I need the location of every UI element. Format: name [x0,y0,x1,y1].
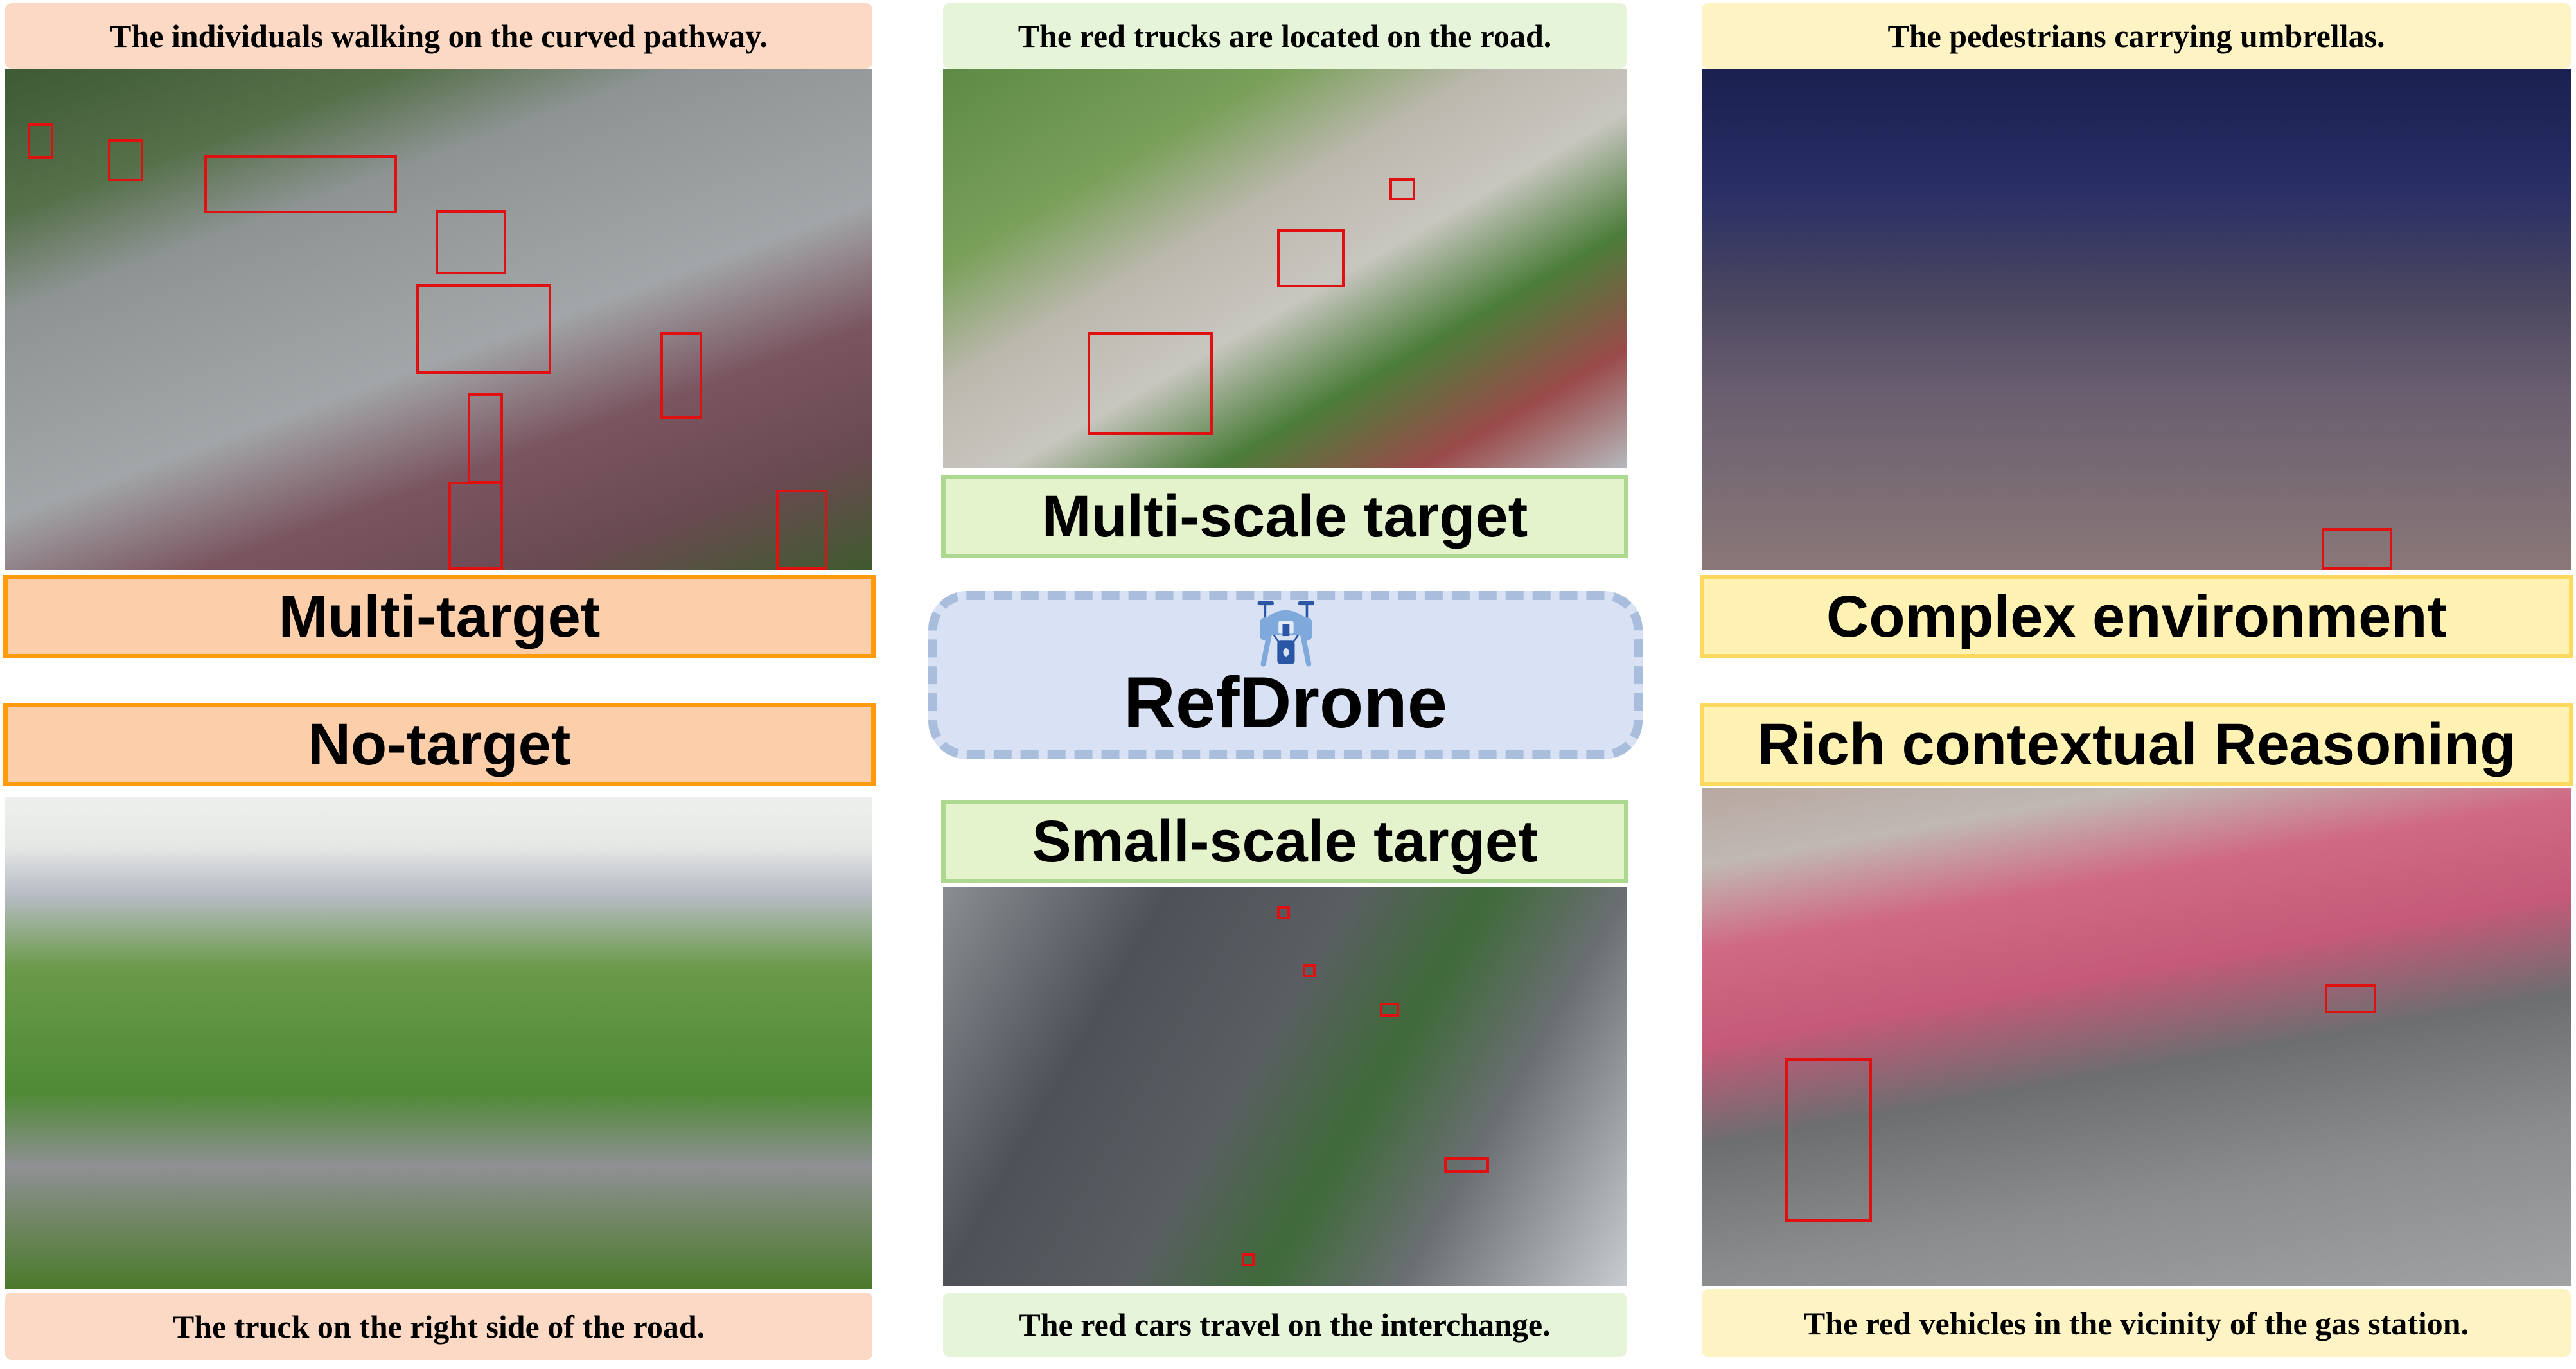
complex-env-caption: The pedestrians carrying umbrellas. [1702,3,2571,69]
bounding-box [468,393,503,483]
complex-env-photo [1702,69,2571,570]
bounding-box [1242,1253,1255,1266]
refdrone-title: RefDrone [1123,662,1448,743]
bounding-box [1380,1003,1399,1017]
multi-scale-photo [943,69,1627,468]
bounding-box [1277,906,1290,919]
rich-context-photo [1702,788,2571,1286]
bounding-box [108,139,143,181]
bounding-box [28,123,53,159]
small-scale-caption: The red cars travel on the interchange. [943,1293,1627,1357]
multi-target-caption: The individuals walking on the curved pa… [5,3,872,69]
multi-target-label: Multi-target [3,575,876,658]
small-scale-label: Small-scale target [941,800,1628,883]
bounding-box [448,482,503,570]
bounding-box [660,332,702,419]
bounding-box [1785,1058,1872,1222]
multi-scale-caption: The red trucks are located on the road. [943,3,1627,69]
bounding-box [416,284,551,374]
bounding-box [1303,964,1316,977]
rich-context-label: Rich contextual Reasoning [1700,703,2573,786]
bounding-box [1389,178,1415,200]
multi-target-photo [5,69,872,570]
no-target-photo [5,797,872,1289]
small-scale-photo [943,887,1627,1286]
no-target-caption: The truck on the right side of the road. [5,1293,872,1360]
bounding-box [2322,528,2392,570]
multi-scale-label: Multi-scale target [941,475,1628,558]
drone-icon [1257,601,1315,667]
bounding-box [1444,1157,1489,1173]
refdrone-banner: RefDrone [928,591,1643,759]
complex-env-label: Complex environment [1700,575,2573,658]
no-target-label: No-target [3,703,876,786]
bounding-box [776,490,827,570]
rich-context-caption: The red vehicles in the vicinity of the … [1702,1289,2571,1357]
bounding-box [1088,332,1213,435]
bounding-box [2325,984,2376,1013]
bounding-box [436,210,506,274]
bounding-box [204,155,397,213]
bounding-box [1277,229,1345,287]
